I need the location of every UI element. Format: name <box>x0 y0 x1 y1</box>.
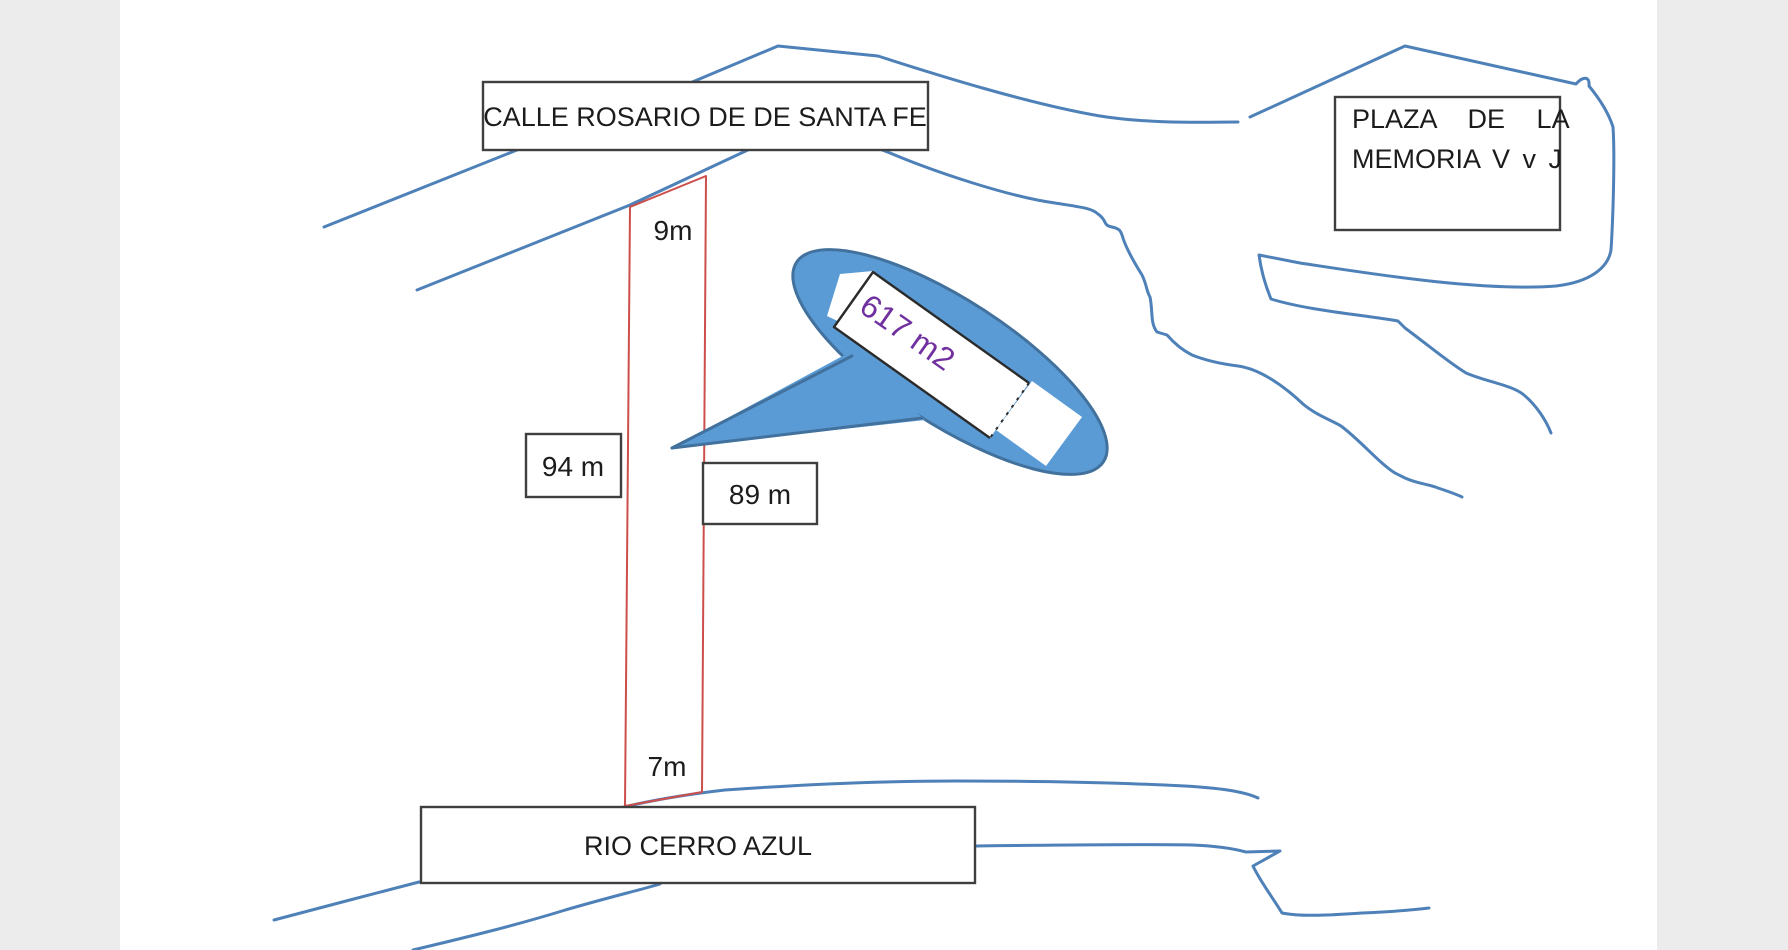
dim-bottom-label: 7m <box>648 751 687 782</box>
plaza-label-line2: MEMORIA V v J <box>1352 144 1562 174</box>
river-line-bottom-left-a <box>272 880 421 922</box>
parcel-outline <box>624 175 707 807</box>
dim-right-label: 89 m <box>729 479 791 510</box>
callout-lower-white-panel <box>996 381 1082 466</box>
plaza-label-line1: PLAZA DE LA <box>1352 104 1570 134</box>
street-line-upper <box>322 44 1240 229</box>
page-margin-left <box>0 0 120 950</box>
river-line-bottom-left-b <box>411 882 662 950</box>
street-label: CALLE ROSARIO DE DE SANTA FE <box>483 102 927 132</box>
dim-right-box <box>701 461 819 526</box>
dim-top-label: 9m <box>654 215 693 246</box>
callout-panel-border <box>832 270 1030 439</box>
callout-panel-border-dashed <box>989 382 1030 439</box>
dim-left-label: 94 m <box>542 451 604 482</box>
river-label-box <box>419 805 977 885</box>
river-line-right-of-box <box>974 843 1431 917</box>
river-bank-top-line <box>610 779 1260 812</box>
plaza-label-box <box>1333 95 1562 232</box>
area-callout: 617 m2 <box>670 248 1109 476</box>
callout-main-white-panel <box>834 272 1029 438</box>
street-line-lower-river <box>415 134 1464 499</box>
street-label-box <box>481 80 930 152</box>
street-line-upper-right-river <box>1248 44 1616 435</box>
callout-tail-edge-lower <box>670 416 924 450</box>
page-margin-right <box>1657 0 1788 950</box>
river-label: RIO CERRO AZUL <box>584 831 812 861</box>
callout-tail-edge-upper <box>670 354 854 450</box>
dim-left-box <box>524 432 623 499</box>
